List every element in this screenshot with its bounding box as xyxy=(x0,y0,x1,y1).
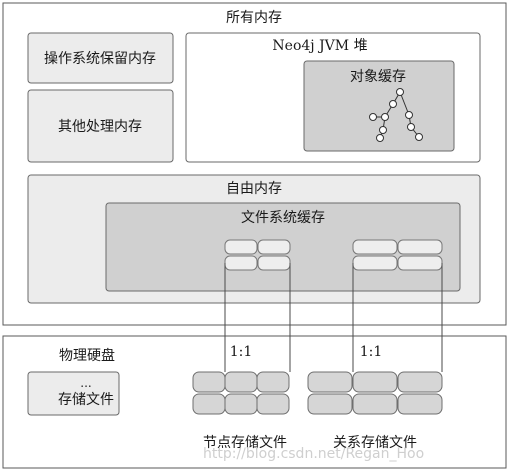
object-cache-label: 对象缓存 xyxy=(350,69,406,85)
object-graph-icon xyxy=(369,88,423,142)
fs-cache-rel-pages xyxy=(352,239,443,271)
node-store-label: 节点存储文件 xyxy=(203,435,287,451)
ratio-label-left: 1:1 xyxy=(230,344,253,360)
os-reserved-label: 操作系统保留内存 xyxy=(44,51,156,67)
mapping-lines-node xyxy=(224,263,291,372)
fs-cache-node-pages xyxy=(224,239,291,271)
rel-store-label: 关系存储文件 xyxy=(333,435,417,451)
os-reserved-box xyxy=(27,32,174,84)
physical-disk-label: 物理硬盘 xyxy=(59,347,115,364)
all-memory-label: 所有内存 xyxy=(226,10,282,26)
free-memory-label: 自由内存 xyxy=(226,181,282,197)
fs-cache-label: 文件系统缓存 xyxy=(241,210,325,226)
store-files-ellipsis: ... xyxy=(80,376,91,390)
ratio-label-right: 1:1 xyxy=(360,344,383,360)
store-files-label: 存储文件 xyxy=(58,392,114,408)
other-memory-label: 其他处理内存 xyxy=(58,119,142,135)
mapping-lines-rel xyxy=(352,263,443,372)
object-cache-box xyxy=(303,60,455,152)
watermark-text: http://blog.csdn.net/Regan_Hoo xyxy=(203,446,424,462)
other-memory-box xyxy=(27,89,174,163)
store-files-box xyxy=(27,371,120,416)
node-store-blocks xyxy=(192,371,290,415)
jvm-heap-label: Neo4j JVM 堆 xyxy=(272,38,367,54)
rel-store-blocks xyxy=(307,371,443,415)
